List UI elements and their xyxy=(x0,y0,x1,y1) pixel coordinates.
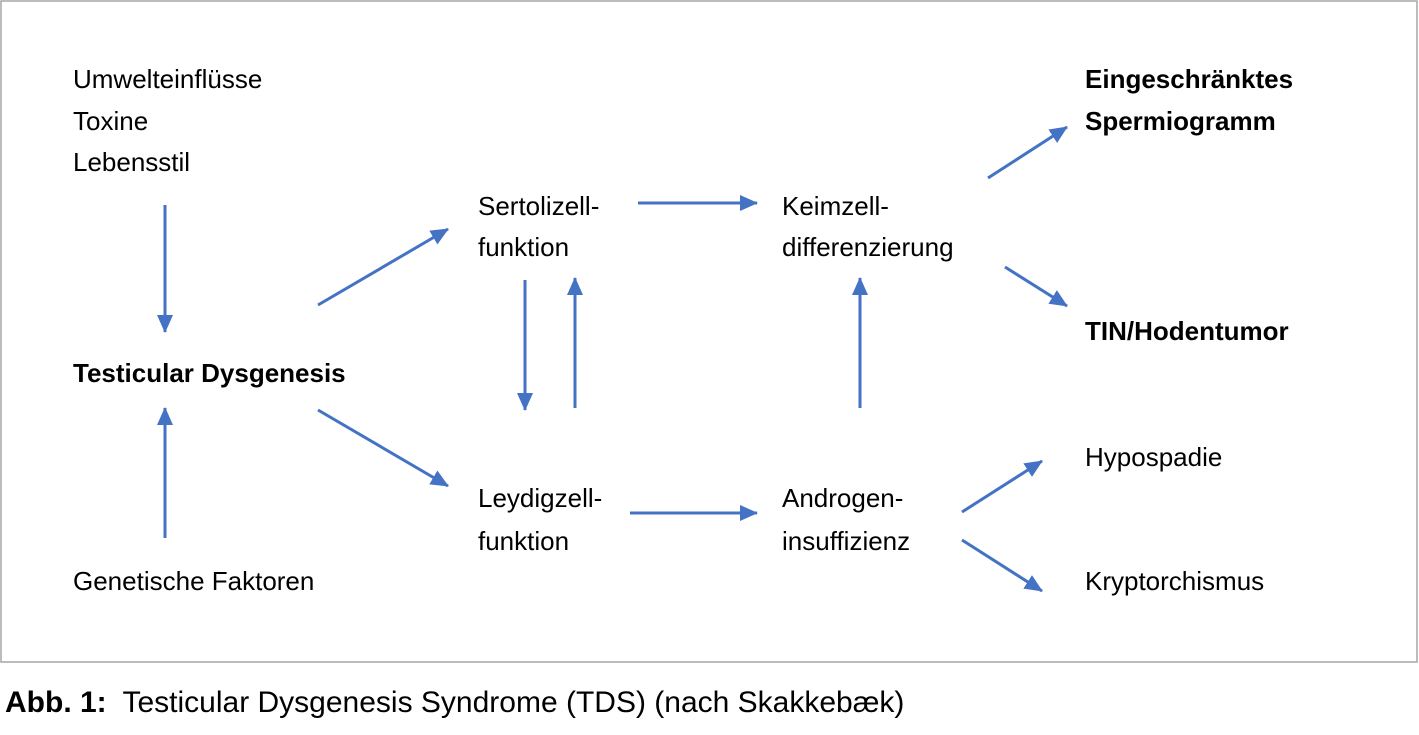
sertoli-line-1: Sertolizell- xyxy=(478,191,599,221)
hypospadias-label: Hypospadie xyxy=(1085,442,1222,472)
arrow-dysgenesis-to-sertoli xyxy=(317,227,449,307)
cause-toxins-label: Toxine xyxy=(73,106,148,136)
tin-testicular-tumor-label: TIN/Hodentumor xyxy=(1085,316,1289,346)
sertoli-cell-function-label: Sertolizell- funktion xyxy=(478,191,607,262)
cause-lifestyle-label: Lebensstil xyxy=(73,147,190,177)
caption-text: Testicular Dysgenesis Syndrome (TDS) (na… xyxy=(122,686,904,719)
spermiogram-line-1: Eingeschränktes xyxy=(1085,64,1293,94)
androgen-insufficiency-label: Androgen- insuffizienz xyxy=(782,483,911,556)
germ-cell-line-1: Keimzell- xyxy=(782,191,889,221)
spermiogram-line-2: Spermiogramm xyxy=(1085,106,1276,136)
leydig-line-1: Leydigzell- xyxy=(478,483,602,513)
arrow-androgen-to-hypospadias xyxy=(961,459,1043,514)
arrow-dysgenesis-to-leydig xyxy=(317,408,449,488)
cryptorchidism-label: Kryptorchismus xyxy=(1085,566,1264,596)
arrow-germ-cell-to-spermiogram xyxy=(987,125,1068,180)
figure-caption: Abb. 1: Testicular Dysgenesis Syndrome (… xyxy=(5,686,904,719)
androgen-line-1: Androgen- xyxy=(782,483,903,513)
genetic-factors-label: Genetische Faktoren xyxy=(73,566,314,596)
leydig-line-2: funktion xyxy=(478,526,569,556)
testicular-dysgenesis-label: Testicular Dysgenesis xyxy=(73,358,346,388)
arrow-germ-cell-to-tumor xyxy=(1004,265,1068,308)
caption-label: Abb. 1: xyxy=(5,686,107,719)
sertoli-line-2: funktion xyxy=(478,232,569,262)
impaired-spermiogram-label: Eingeschränktes Spermiogramm xyxy=(1085,64,1300,136)
arrow-androgen-to-cryptorchidism xyxy=(961,538,1043,593)
androgen-line-2: insuffizienz xyxy=(782,526,910,556)
germ-cell-line-2: differenzierung xyxy=(782,232,954,262)
germ-cell-differentiation-label: Keimzell- differenzierung xyxy=(782,191,954,262)
diagram-frame xyxy=(0,0,1418,663)
cause-environment-label: Umwelteinflüsse xyxy=(73,64,262,94)
leydig-cell-function-label: Leydigzell- funktion xyxy=(478,483,610,556)
